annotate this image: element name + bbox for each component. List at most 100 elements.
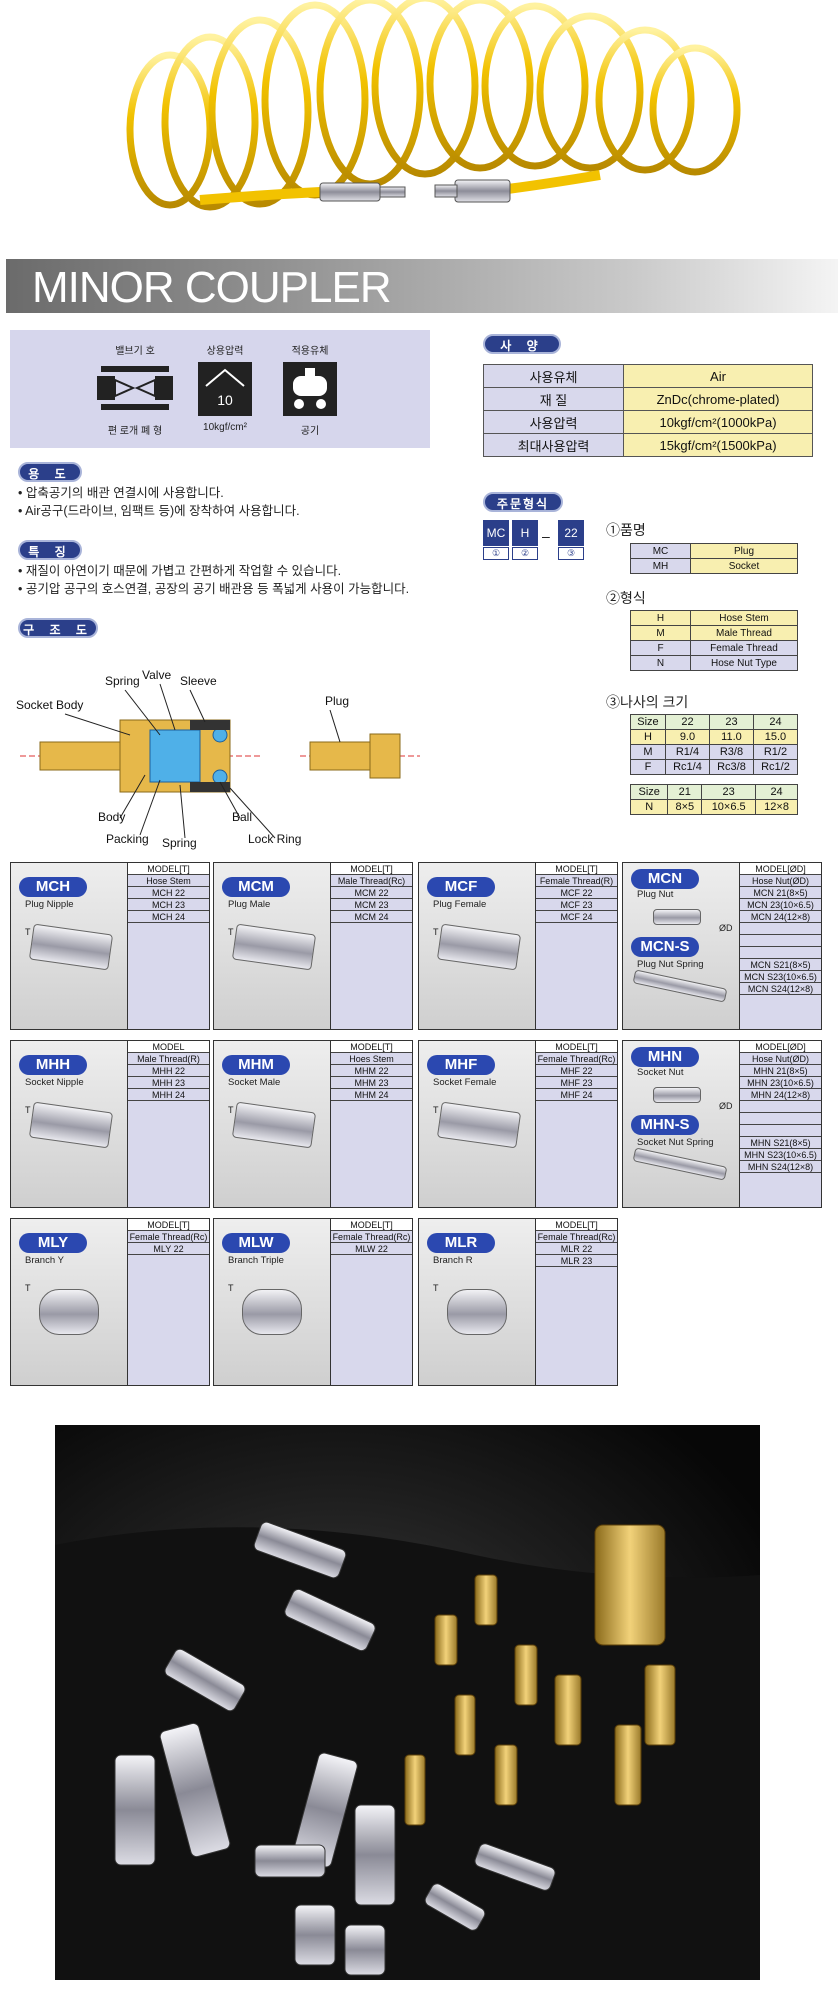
product-subtitle: Socket Nipple — [25, 1077, 84, 1088]
model-item: Male Thread(R) — [128, 1053, 209, 1065]
title-bar: MINOR COUPLER — [6, 259, 838, 313]
order-dash: – — [542, 528, 550, 544]
usage-line: • 압축공기의 배관 연결시에 사용합니다. — [18, 486, 224, 500]
fitting-image — [28, 923, 114, 971]
model-header: MODEL[T] — [331, 863, 412, 875]
table-cell: N — [630, 655, 691, 671]
table-cell: R3/8 — [708, 744, 754, 760]
model-item: MHF 24 — [536, 1089, 617, 1101]
table-cell: Size — [629, 784, 669, 800]
model-item: MCN 23(10×6.5) — [740, 899, 821, 911]
spec-key: 최대사용압력 — [483, 433, 624, 457]
model-item: Hoes Stem — [331, 1053, 412, 1065]
usage-text: • 압축공기의 배관 연결시에 사용합니다. • Air공구(드라이브, 임팩트… — [18, 484, 300, 520]
spec-header: 사 양 — [483, 334, 561, 354]
table-cell: 23 — [701, 784, 757, 800]
pressure-caption: 10kgf/cm² — [203, 422, 247, 433]
model-list: MODEL[T]Female Thread(Rc)MLY 22 — [127, 1219, 209, 1385]
product-code-badge: MCN — [631, 869, 699, 889]
spec-value: 15kgf/cm²(1500kPa) — [623, 433, 813, 457]
fluid-symbol: 적용유체 공기 — [275, 342, 345, 442]
fitting-image — [231, 1101, 317, 1149]
fitting-image — [231, 923, 317, 971]
table-cell: 21 — [667, 784, 703, 800]
valve-symbol-caption: 편 로개 폐 형 — [107, 426, 163, 437]
compressor-icon — [283, 362, 337, 416]
order-num: ③ — [558, 547, 584, 560]
table-cell: Rc3/8 — [708, 759, 754, 775]
table-cell: F — [630, 640, 691, 656]
table-cell: 12×8 — [755, 799, 798, 815]
model-item: MCM 24 — [331, 911, 412, 923]
fluid-caption: 공기 — [300, 426, 320, 437]
order-num: ① — [483, 547, 509, 560]
model-item: Female Thread(Rc) — [536, 1232, 617, 1243]
model-header: MODEL[ØD] — [740, 1041, 821, 1053]
dimension-mark: T — [25, 1105, 31, 1115]
fitting-image — [653, 1087, 701, 1103]
table-cell: H — [630, 610, 691, 626]
model-item: Hose Stem — [128, 875, 209, 887]
product-subtitle: Socket Female — [433, 1077, 497, 1088]
table-cell: Size — [630, 714, 666, 730]
model-item: MHF 22 — [536, 1065, 617, 1077]
fitting-image — [436, 923, 522, 971]
dimension-mark: T — [433, 927, 439, 937]
spec-value: Air — [623, 364, 813, 388]
product-code-badge: MHN — [631, 1047, 699, 1067]
model-item: MLW 22 — [331, 1243, 412, 1255]
order-box-form: H — [512, 520, 538, 546]
product-code-badge: MLY — [19, 1233, 87, 1253]
label-valve: Valve — [142, 668, 172, 682]
page-title: MINOR COUPLER — [32, 263, 392, 312]
product-code-badge: MHF — [427, 1055, 495, 1075]
model-item: MHH 22 — [128, 1065, 209, 1077]
model-item: MCF 24 — [536, 911, 617, 923]
model-item: MHN S21(8×5) — [740, 1137, 821, 1149]
model-item — [740, 923, 821, 935]
model-item: Female Thread(R) — [536, 875, 617, 887]
table-cell: Hose Stem — [690, 610, 798, 626]
table-cell: M — [630, 744, 666, 760]
table-cell: Socket — [690, 558, 798, 574]
fitting-image — [242, 1289, 302, 1335]
model-item: Hose Nut(ØD) — [740, 1053, 821, 1065]
model-item: MHN S23(10×6.5) — [740, 1149, 821, 1161]
label-socket-body: Socket Body — [16, 698, 84, 712]
model-item: MCN S21(8×5) — [740, 959, 821, 971]
model-item — [740, 947, 821, 959]
table-cell: Hose Nut Type — [690, 655, 798, 671]
model-item: MLR 23 — [536, 1255, 617, 1267]
table-cell: MC — [630, 543, 691, 559]
model-header: MODEL[T] — [536, 863, 617, 875]
fitting-image — [447, 1289, 507, 1335]
product-group-photo — [55, 1425, 760, 1980]
model-item: MHM 23 — [331, 1077, 412, 1089]
model-item: MHH 23 — [128, 1077, 209, 1089]
product-subtitle: Branch Triple — [228, 1255, 284, 1266]
product-code-badge: MCM — [222, 877, 290, 897]
model-item: MCN S24(12×8) — [740, 983, 821, 995]
table-cell: 8×5 — [667, 799, 703, 815]
table-cell: F — [630, 759, 666, 775]
product-code-badge: MLW — [222, 1233, 290, 1253]
form-label: ②형식 — [606, 590, 646, 606]
fitting-image — [632, 1147, 728, 1181]
model-item: Female Thread(Rc) — [128, 1232, 209, 1243]
